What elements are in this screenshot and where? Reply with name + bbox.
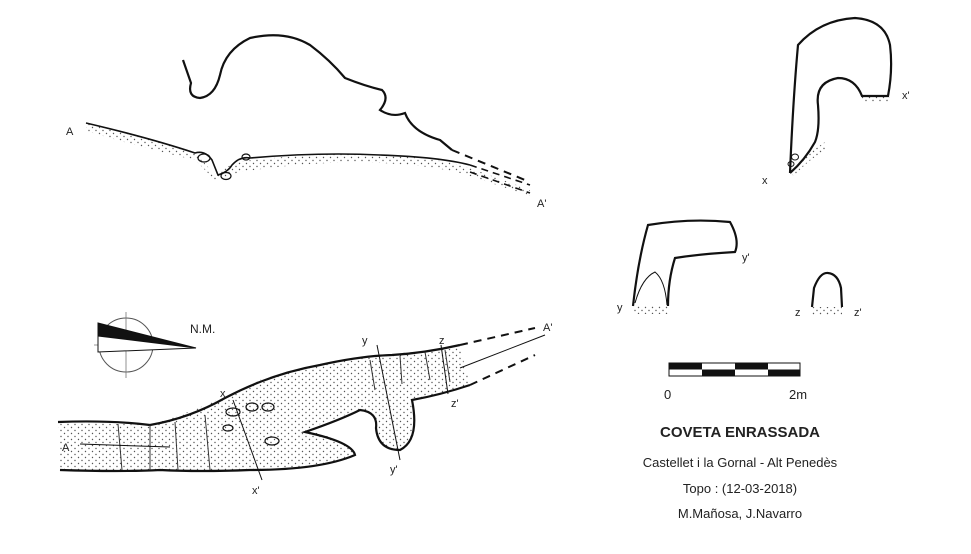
plan-passage-fill bbox=[58, 348, 470, 470]
plan-label-a-prime: A' bbox=[543, 322, 552, 334]
section-y-prime-label: y' bbox=[742, 252, 750, 264]
scale-end-label: 2m bbox=[789, 387, 808, 402]
plan-entrance-arrow bbox=[79, 443, 171, 448]
plan-label-a: A bbox=[62, 442, 70, 454]
section-y-outline bbox=[631, 219, 738, 307]
section-z-label: z bbox=[795, 307, 801, 319]
scale-bar-segment bbox=[669, 363, 702, 370]
scale-bar-segment bbox=[768, 369, 800, 376]
plan-view: A A' x x' y y' z z' bbox=[57, 322, 552, 497]
section-y-floor-fill bbox=[633, 306, 668, 314]
section-z-floor-fill bbox=[812, 307, 842, 315]
plan-wall-dashed bbox=[459, 327, 536, 386]
section-x-label: x bbox=[762, 175, 768, 187]
plan-wall-upper bbox=[57, 343, 461, 427]
scale-bar-segment bbox=[702, 369, 735, 376]
section-z-outline bbox=[810, 271, 844, 308]
plan-boulder bbox=[222, 424, 234, 432]
plan-label-z: z bbox=[439, 335, 445, 347]
north-arrow: N.M. bbox=[94, 312, 215, 378]
section-x-boulder bbox=[787, 161, 795, 167]
profile-floor-dashed bbox=[469, 164, 531, 194]
cross-section-y: y y' bbox=[617, 219, 750, 314]
section-y-label: y bbox=[617, 302, 623, 314]
profile-label-a: A bbox=[66, 126, 74, 138]
profile-boulder bbox=[220, 171, 232, 181]
plan-boulder bbox=[245, 402, 259, 412]
plan-label-y: y bbox=[362, 335, 368, 347]
plan-wall-lower bbox=[59, 383, 471, 473]
plan-cross-lines bbox=[117, 349, 451, 471]
plan-label-y-prime: y' bbox=[390, 464, 398, 476]
north-arrow-needle-outline bbox=[97, 335, 197, 353]
profile-ceiling-line bbox=[181, 34, 453, 151]
plan-label-z-prime: z' bbox=[451, 398, 459, 410]
cross-section-x: x x' bbox=[762, 16, 910, 187]
survey-authors: M.Mañosa, J.Navarro bbox=[677, 506, 803, 521]
plan-section-y bbox=[376, 344, 401, 461]
cross-section-z: z z' bbox=[795, 271, 862, 319]
scale-bar-segment bbox=[735, 363, 768, 370]
scale-start-label: 0 bbox=[664, 387, 672, 402]
plan-section-x bbox=[232, 399, 263, 481]
survey-location: Castellet i la Gornal - Alt Penedès bbox=[642, 455, 838, 470]
section-y-inner-arc bbox=[634, 271, 668, 306]
north-arrow-label: N.M. bbox=[190, 322, 215, 336]
survey-title: COVETA ENRASSADA bbox=[659, 424, 820, 441]
survey-date: Topo : (12-03-2018) bbox=[682, 481, 798, 496]
profile-floor-fill bbox=[86, 123, 530, 196]
plan-axis-line bbox=[459, 334, 546, 369]
plan-boulder bbox=[261, 402, 275, 412]
scale-bar bbox=[668, 362, 801, 377]
section-z-prime-label: z' bbox=[854, 307, 862, 319]
profile-floor-line bbox=[85, 122, 471, 176]
plan-label-x: x bbox=[220, 388, 226, 400]
profile-boulder bbox=[197, 153, 211, 163]
profile-label-a-prime: A' bbox=[537, 198, 546, 210]
section-x-boulder bbox=[791, 153, 799, 161]
section-x-prime-label: x' bbox=[902, 90, 910, 102]
longitudinal-profile: A A' bbox=[66, 34, 546, 210]
section-x-floor-fill bbox=[790, 96, 890, 176]
plan-section-z bbox=[440, 344, 449, 395]
section-x-outline bbox=[788, 16, 893, 174]
plan-boulder bbox=[225, 407, 241, 417]
plan-label-x-prime: x' bbox=[252, 485, 260, 497]
plan-boulder bbox=[264, 436, 280, 446]
profile-boulder bbox=[241, 153, 251, 161]
